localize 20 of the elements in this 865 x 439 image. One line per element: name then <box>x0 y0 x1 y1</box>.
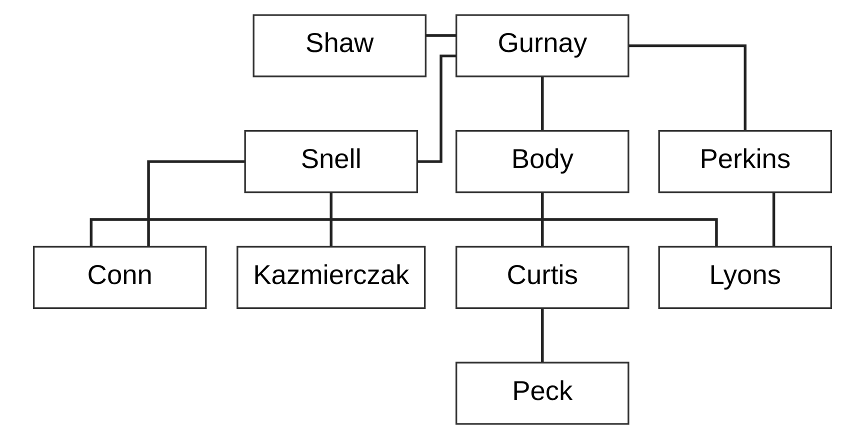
node-box: Shaw <box>252 14 427 78</box>
connector <box>541 192 544 246</box>
connector <box>417 54 456 163</box>
node-box: Perkins <box>658 130 832 194</box>
node-box: Curtis <box>456 246 630 309</box>
node-box: Conn <box>32 246 207 309</box>
connector <box>90 218 718 246</box>
node-box: Kazmierczak <box>236 246 426 309</box>
node-box: Peck <box>456 362 630 425</box>
connector <box>541 308 544 362</box>
connector <box>147 160 245 246</box>
connector <box>772 192 776 246</box>
node-box: Lyons <box>658 246 832 309</box>
connector <box>330 192 332 246</box>
connector <box>628 44 746 131</box>
node-box: Snell <box>244 130 418 194</box>
node-box: Body <box>456 130 630 194</box>
node-box: Gurnay <box>456 14 630 78</box>
connector <box>426 34 456 37</box>
connector <box>541 76 544 130</box>
